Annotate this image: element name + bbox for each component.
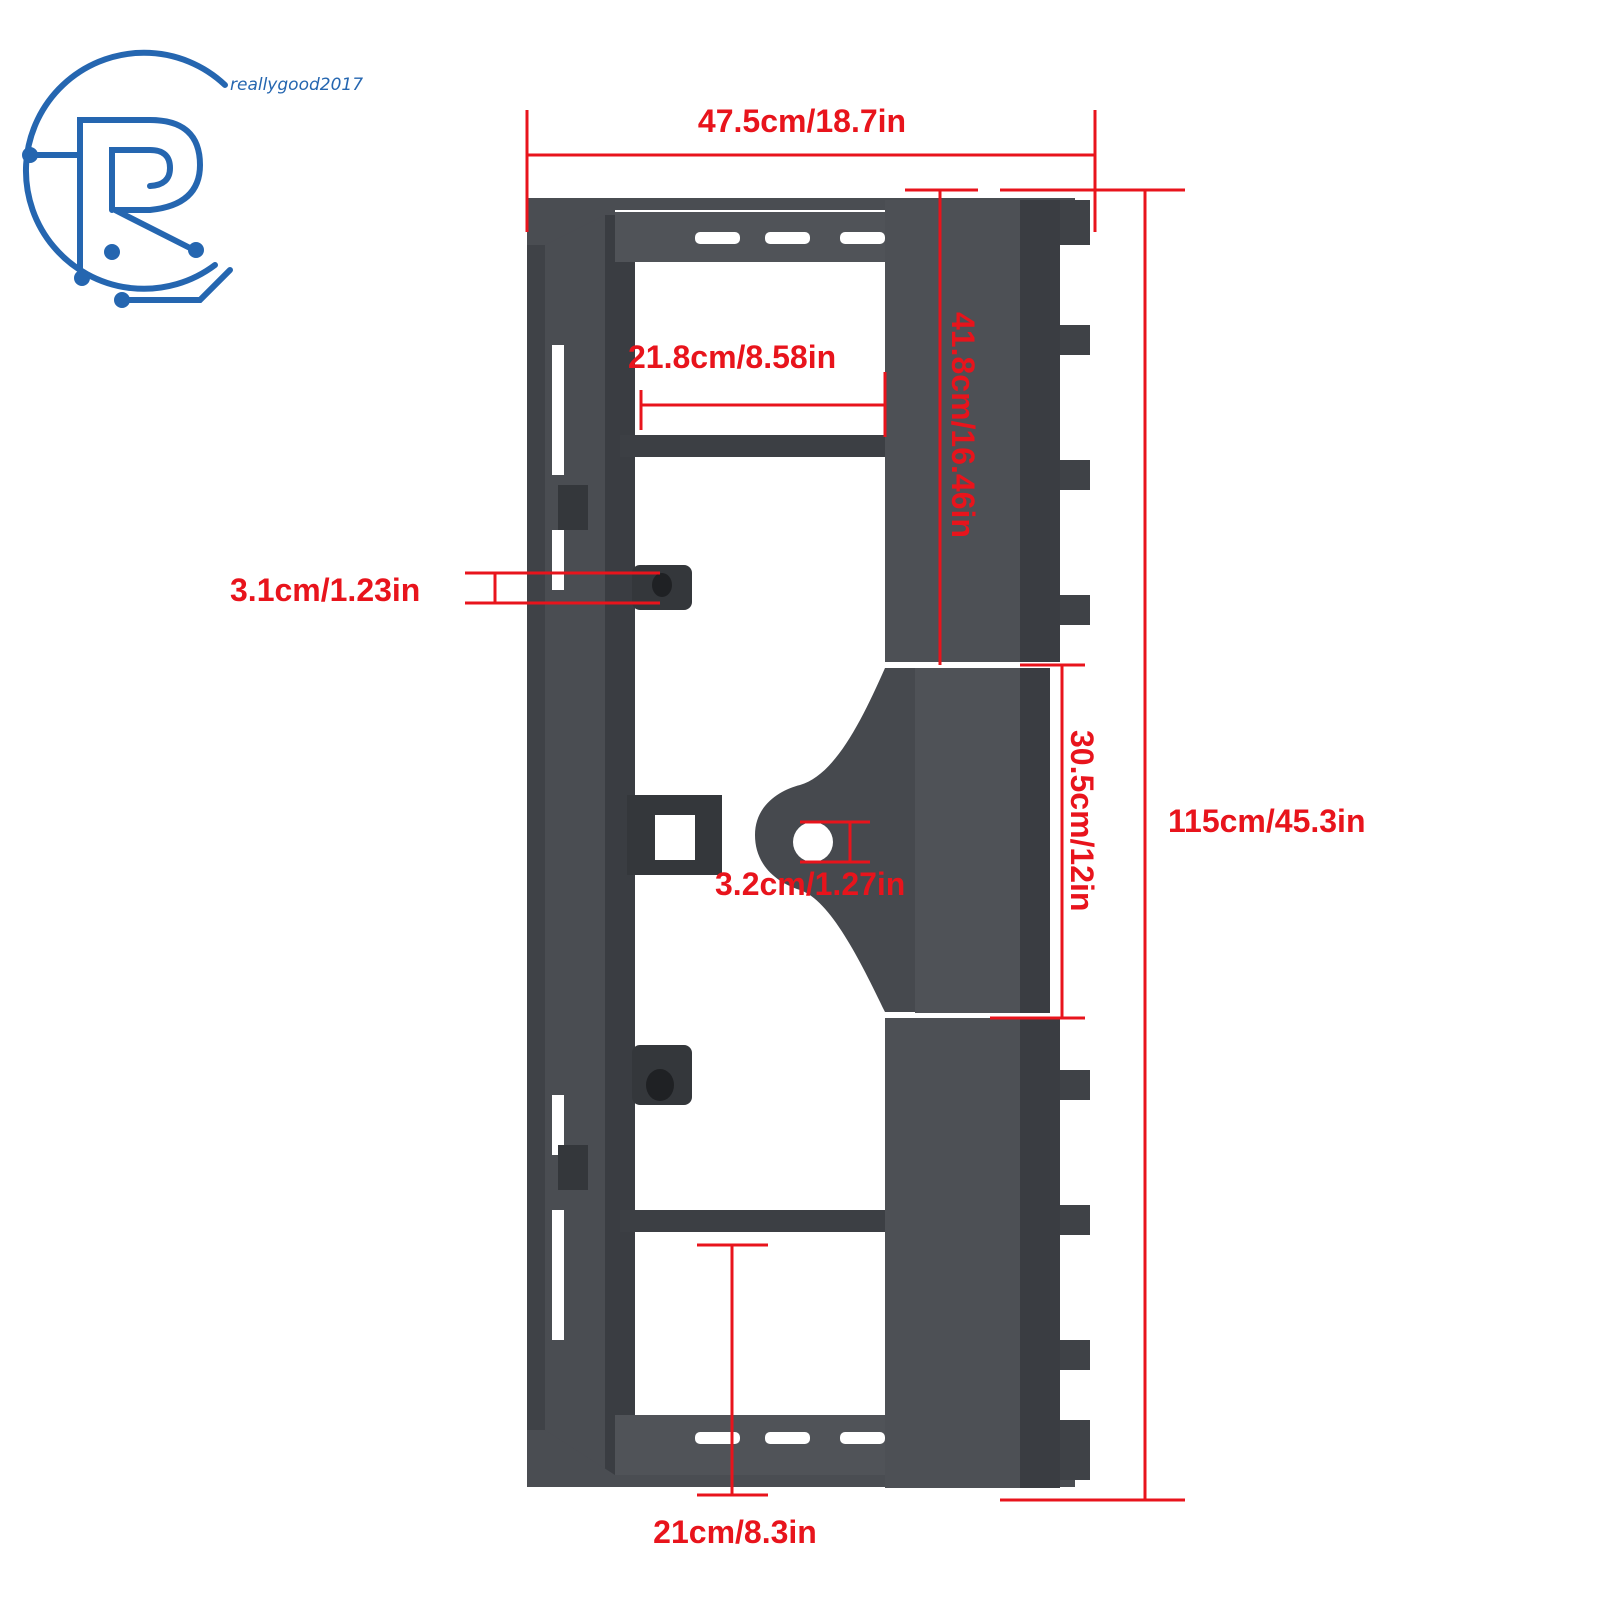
center-box-slots xyxy=(1020,668,1050,1013)
bottom-plate-face xyxy=(615,1415,885,1475)
upper-right-plate-edge xyxy=(1020,200,1060,662)
upper-opening-width-label: 21.8cm/8.58in xyxy=(628,339,836,375)
left-bracket xyxy=(558,1145,588,1190)
bottom-slot xyxy=(840,1432,885,1444)
right-tab xyxy=(1060,460,1090,490)
attachment-frame xyxy=(527,198,1090,1488)
overall-height-label: 115cm/45.3in xyxy=(1168,803,1365,839)
bottom-slot xyxy=(695,1432,740,1444)
middle-plate-height-label: 30.5cm/12in xyxy=(1064,730,1100,911)
watermark-logo xyxy=(22,49,233,308)
left-bracket xyxy=(558,485,588,530)
left-slot xyxy=(552,530,564,590)
lower-crossbar xyxy=(620,1210,890,1232)
right-tab xyxy=(1060,325,1090,355)
left-slot xyxy=(552,1095,564,1155)
right-tab xyxy=(1060,200,1090,245)
bottom-slot xyxy=(765,1432,810,1444)
left-flange xyxy=(527,198,545,1487)
lower-pin-sleeve-hole xyxy=(646,1069,674,1101)
lower-opening-width-label: 21cm/8.3in xyxy=(653,1514,817,1550)
top-slot xyxy=(765,232,810,244)
pin-hole-label: 3.1cm/1.23in xyxy=(230,572,420,608)
upper-pin-sleeve-hole xyxy=(652,573,672,597)
right-tab xyxy=(1060,1205,1090,1235)
middle-pin-sleeve-hole xyxy=(655,815,695,860)
logo-r-letter xyxy=(77,117,204,271)
left-slot xyxy=(552,345,564,475)
center-hole xyxy=(793,822,833,862)
logo-dot xyxy=(104,244,120,260)
right-tab xyxy=(1060,1340,1090,1370)
right-tab xyxy=(1060,1070,1090,1100)
center-box xyxy=(915,668,1020,1013)
upper-crossbar xyxy=(620,435,890,457)
watermark-text: reallygood2017 xyxy=(230,75,363,95)
upper-plate-height-label: 41.8cm/16.46in xyxy=(945,312,981,538)
logo-dot xyxy=(188,242,204,258)
logo-circuit-line xyxy=(119,267,233,303)
logo-dot xyxy=(74,270,90,286)
left-slot xyxy=(552,1210,564,1340)
logo-r-bowl-inner xyxy=(109,147,174,213)
overall-width-label: 47.5cm/18.7in xyxy=(698,103,906,139)
right-tab xyxy=(1060,595,1090,625)
logo-ring xyxy=(22,49,228,292)
dimension-lines xyxy=(465,110,1185,1502)
center-hole-label: 3.2cm/1.27in xyxy=(715,866,905,902)
top-slot xyxy=(695,232,740,244)
right-tab xyxy=(1060,1420,1090,1480)
top-slot xyxy=(840,232,885,244)
dimension-labels: 47.5cm/18.7in 115cm/45.3in 21.8cm/8.58in… xyxy=(230,103,1365,1550)
lower-right-plate-edge xyxy=(1020,1018,1060,1488)
